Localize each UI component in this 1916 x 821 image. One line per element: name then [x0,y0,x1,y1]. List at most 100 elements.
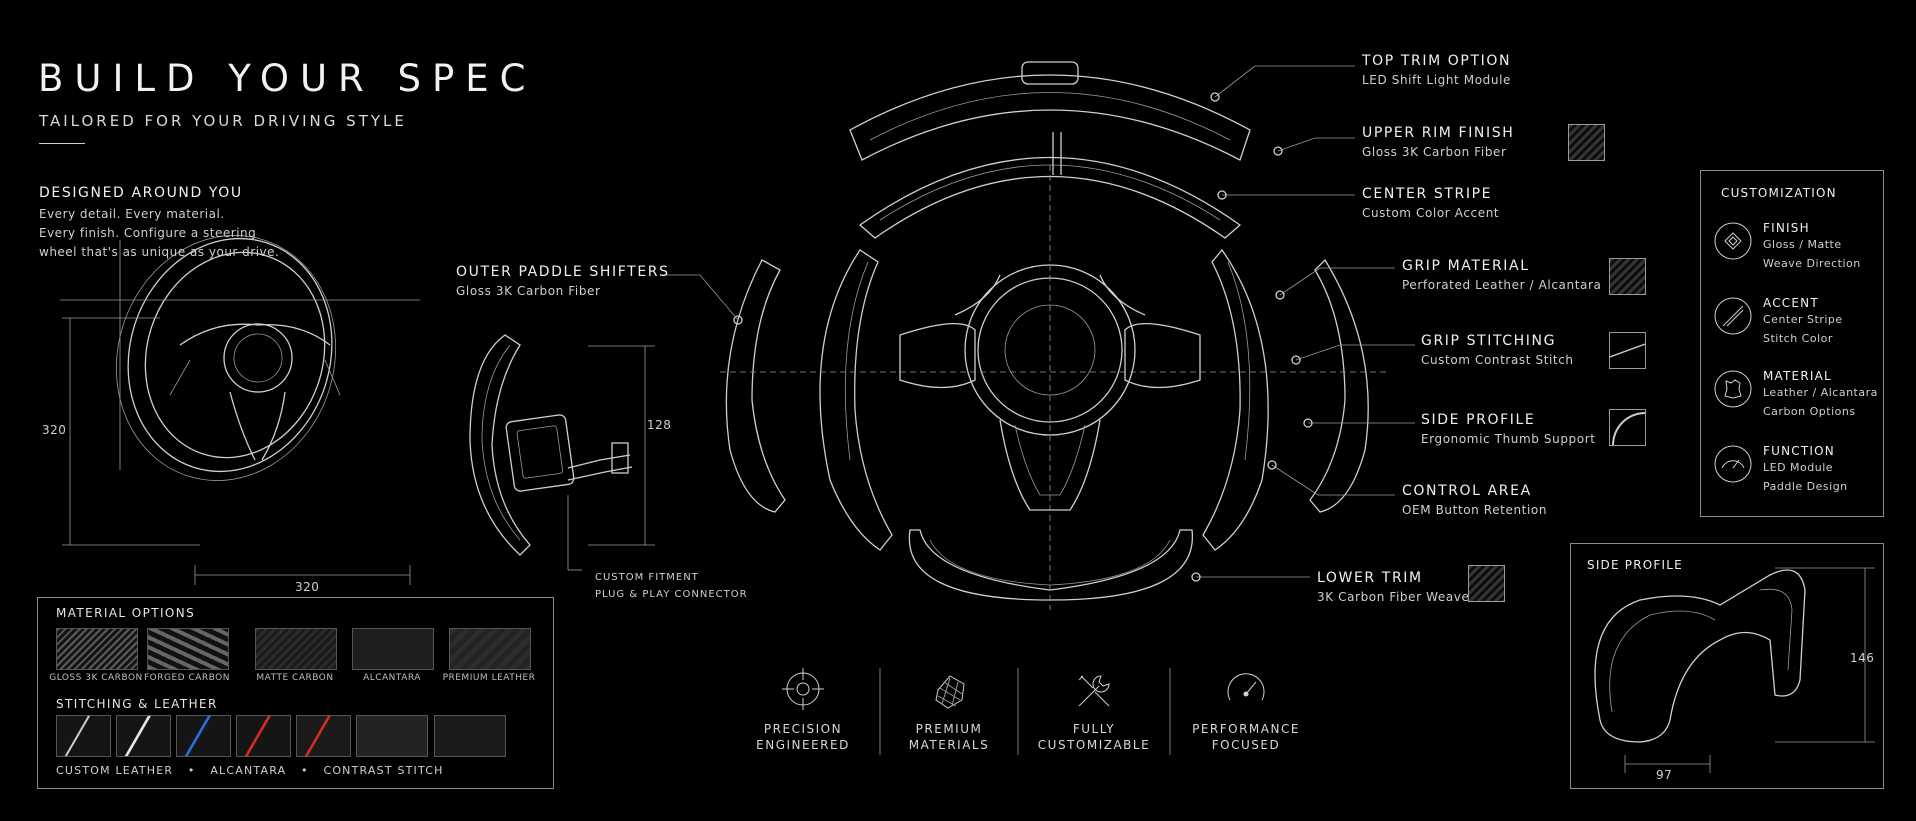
option-label: PREMIUM LEATHER [442,673,536,683]
item-title: FINISH [1763,221,1810,235]
callout-sub: Gloss 3K Carbon Fiber [456,284,601,298]
swatch-stitch-red-2[interactable] [296,715,351,757]
callout-control-area: CONTROL AREA OEM Button Retention [1402,483,1547,517]
item-title: MATERIAL [1763,369,1832,383]
tools-icon [1078,675,1110,707]
swatch-leather-grey[interactable] [356,715,428,757]
side-profile-swatch[interactable] [1609,409,1646,446]
footer-item: ALCANTARA [210,764,287,777]
swatch-stitch-blue[interactable] [176,715,231,757]
footer-bullet: • [187,764,196,777]
callout-title: LOWER TRIM [1317,570,1423,586]
callout-top-trim: TOP TRIM OPTION LED Shift Light Module [1362,53,1511,87]
page-title: BUILD YOUR SPEC [38,57,537,100]
callout-center-stripe: CENTER STRIPE Custom Color Accent [1362,186,1499,220]
swatch-alcantara[interactable] [352,628,434,670]
swatch-stitch-white[interactable] [56,715,111,757]
grip-material-swatch[interactable] [1609,258,1646,295]
callout-grip-material: GRIP MATERIAL Perforated Leather / Alcan… [1402,258,1601,292]
callout-outer-paddle: OUTER PADDLE SHIFTERS Gloss 3K Carbon Fi… [456,264,670,298]
item-line: Carbon Options [1763,405,1856,418]
callout-sub: Custom Color Accent [1362,206,1500,220]
swatch-leather-black[interactable] [434,715,506,757]
callout-sub: Ergonomic Thumb Support [1421,432,1596,446]
feature-line: ENGINEERED [756,738,850,752]
callout-leaders [662,65,1415,582]
callout-sub: Gloss 3K Carbon Fiber [1362,145,1507,159]
callout-title: CENTER STRIPE [1362,186,1493,202]
dimension-height: 320 [42,423,67,437]
side-profile-sketch [1594,567,1875,773]
option-label: FORGED CARBON [144,673,230,683]
accent-icon [1714,297,1752,335]
callout-grip-stitching: GRIP STITCHING Custom Contrast Stitch [1421,333,1574,367]
swatch-premium-leather[interactable] [449,628,531,670]
material-options-title: MATERIAL OPTIONS [56,606,196,620]
lower-trim-swatch[interactable] [1468,565,1505,602]
option-label: ALCANTARA [363,673,421,683]
intro-line: wheel that's as unique as your drive. [39,245,280,259]
dimension-profile-width: 97 [1656,768,1673,782]
finish-icon [1714,222,1752,260]
callout-side-profile: SIDE PROFILE Ergonomic Thumb Support [1421,412,1596,446]
swatch-matte-carbon[interactable] [255,628,337,670]
footer-item: CUSTOM LEATHER [56,764,174,777]
crosshair-icon [782,668,824,710]
feature-line: MATERIALS [908,738,990,752]
dimension-profile-height: 146 [1850,651,1875,665]
intro-line: Every detail. Every material. [39,207,225,221]
callout-sub: 3K Carbon Fiber Weave [1317,590,1470,604]
item-line: Weave Direction [1763,257,1861,270]
callout-upper-rim: UPPER RIM FINISH Gloss 3K Carbon Fiber [1362,125,1514,159]
callout-title: GRIP STITCHING [1421,333,1557,349]
feature-performance: PERFORMANCE FOCUSED [1186,721,1306,753]
feature-premium: PREMIUM MATERIALS [889,721,1009,753]
callout-title: OUTER PADDLE SHIFTERS [456,264,670,280]
item-line: Stitch Color [1763,332,1833,345]
callout-title: TOP TRIM OPTION [1362,53,1512,69]
callout-sub: Custom Contrast Stitch [1421,353,1574,367]
item-title: ACCENT [1763,296,1819,310]
fitment-line: PLUG & PLAY CONNECTOR [595,589,748,600]
dimension-width: 320 [295,580,320,594]
feature-line: PRECISION [763,722,843,736]
grip-stitching-swatch[interactable] [1609,332,1646,369]
intro-heading: DESIGNED AROUND YOU [39,185,243,201]
customization-panel: CUSTOMIZATION FINISH Gloss / Matte Weave… [1700,170,1884,517]
title-divider [39,143,85,144]
callout-title: SIDE PROFILE [1421,412,1536,428]
footer-bullet: • [301,764,309,777]
swatch-stitch-red[interactable] [236,715,291,757]
callout-title: UPPER RIM FINISH [1362,125,1515,141]
swatch-forged-carbon[interactable] [147,628,229,670]
page-subtitle: TAILORED FOR YOUR DRIVING STYLE [39,112,407,130]
swatch-stitch-white-2[interactable] [116,715,171,757]
swatch-gloss-carbon[interactable] [56,628,138,670]
feature-customizable: FULLY CUSTOMIZABLE [1034,721,1154,753]
material-options-panel: MATERIAL OPTIONS GLOSS 3K CARBON FORGED … [37,597,554,789]
item-line: Center Stripe [1763,313,1843,326]
callout-sub: OEM Button Retention [1402,503,1548,517]
item-line: Paddle Design [1763,480,1848,493]
fitment-note: CUSTOM FITMENT PLUG & PLAY CONNECTOR [595,569,748,603]
feature-precision: PRECISION ENGINEERED [743,721,863,753]
paddle-sketch [469,334,655,571]
fitment-line: CUSTOM FITMENT [595,572,699,583]
callout-sub: Perforated Leather / Alcantara [1402,278,1602,292]
small-wheel-sketch [60,235,420,585]
option-label: MATTE CARBON [256,673,334,683]
callout-sub: LED Shift Light Module [1362,73,1512,87]
dimension-paddle: 128 [647,418,672,432]
intro-line: Every finish. Configure a steering [39,226,257,240]
upper-rim-swatch[interactable] [1568,124,1605,161]
stitching-footer: CUSTOM LEATHER • ALCANTARA • CONTRAST ST… [56,764,444,777]
intro-text: Every detail. Every material. Every fini… [39,205,279,262]
item-line: Leather / Alcantara [1763,386,1878,399]
stitching-title: STITCHING & LEATHER [56,697,218,711]
side-profile-panel: SIDE PROFILE [1570,543,1884,789]
feature-line: PERFORMANCE [1192,722,1300,736]
function-icon [1714,445,1752,483]
main-wheel-sketch [720,61,1390,610]
side-profile-title: SIDE PROFILE [1587,558,1683,572]
